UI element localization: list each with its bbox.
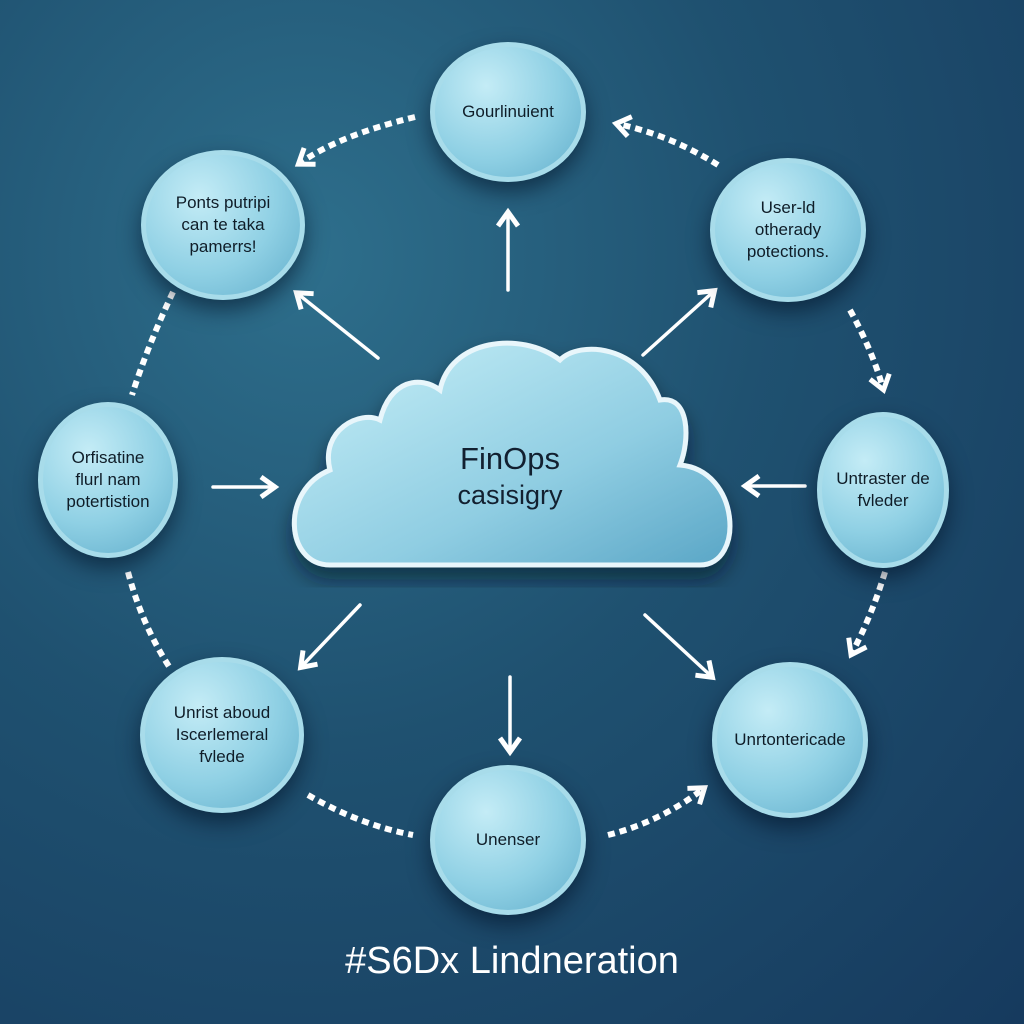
node-top-right-label: User-ld otherady potections. — [746, 198, 830, 261]
arrow-top-left — [298, 294, 380, 360]
node-right-label: Untraster de fvleder — [836, 469, 930, 510]
arrow-top-right — [641, 292, 713, 357]
dashed-arrow-1 — [300, 114, 416, 163]
node-top-left-label: Ponts putripi can te taka pamerrs! — [175, 193, 271, 256]
node-left: Orfisatine flurl nam potertistion — [38, 402, 178, 558]
dashed-arrow-8 — [607, 789, 703, 838]
arrow-bottom-left — [302, 603, 362, 666]
node-bottom-right: Unrtontericade — [712, 662, 868, 818]
node-top-label: Gourlinuient — [462, 102, 554, 121]
footer-caption: #S6Dx Lindneration — [345, 940, 679, 982]
node-top: Gourlinuient — [430, 42, 586, 182]
node-top-left: Ponts putripi can te taka pamerrs! — [141, 150, 305, 300]
dashed-arrow-3 — [847, 308, 883, 388]
node-bottom-right-label: Unrtontericade — [734, 730, 846, 749]
cloud-label: FinOps casisigry — [380, 440, 640, 512]
cloud-title: FinOps — [460, 441, 560, 476]
dashed-arrow-7 — [306, 792, 414, 838]
node-bottom-left: Unrist aboud Iscerlemeral fvlede — [140, 657, 304, 813]
cloud-subtitle: casisigry — [457, 480, 563, 510]
node-right: Untraster de fvleder — [817, 412, 949, 568]
node-bottom-label: Unenser — [475, 830, 541, 849]
cloud-shape — [291, 340, 733, 568]
node-bottom: Unenser — [430, 765, 586, 915]
node-top-right: User-ld otherady potections. — [710, 158, 866, 302]
dashed-arrow-2 — [618, 124, 720, 168]
dashed-arrow-5 — [129, 290, 176, 396]
node-left-label: Orfisatine flurl nam potertistion — [66, 448, 150, 511]
dashed-arrow-4 — [852, 571, 888, 653]
dashed-arrow-6 — [125, 571, 173, 670]
node-bottom-left-label: Unrist aboud Iscerlemeral fvlede — [173, 703, 271, 766]
arrow-bottom-right — [643, 613, 711, 676]
